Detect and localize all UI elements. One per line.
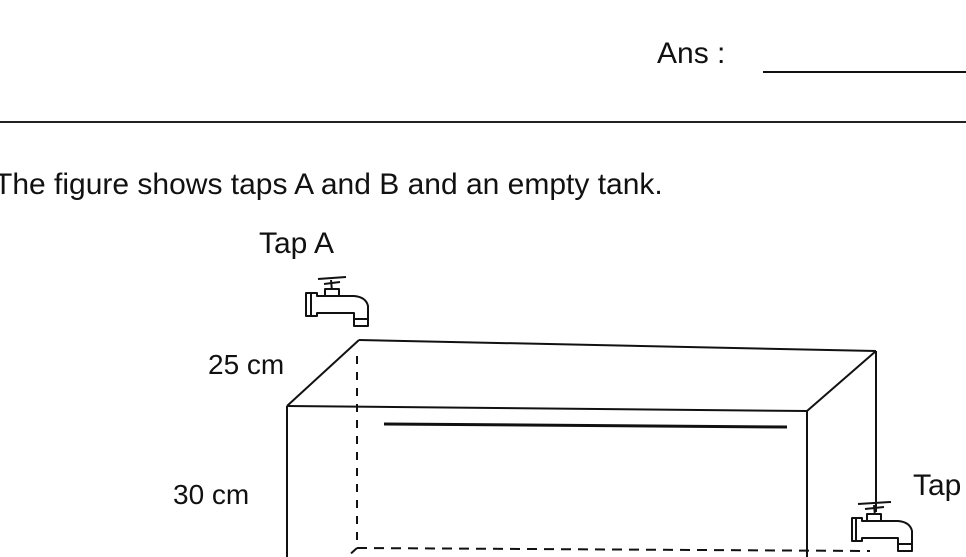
height-dimension-label: 30 cm (173, 479, 250, 510)
question-text: The figure shows taps A and B and an emp… (0, 168, 663, 201)
tap-b-icon (851, 501, 913, 552)
tap-b-label: Tap (913, 469, 962, 502)
tap-a-label: Tap A (259, 227, 335, 260)
depth-dimension-label: 25 cm (208, 349, 285, 380)
tank-box (286, 339, 877, 557)
section-divider (0, 121, 966, 123)
tap-a-icon (305, 276, 369, 327)
answer-label: Ans : (657, 37, 726, 70)
answer-blank-line[interactable] (763, 71, 966, 73)
